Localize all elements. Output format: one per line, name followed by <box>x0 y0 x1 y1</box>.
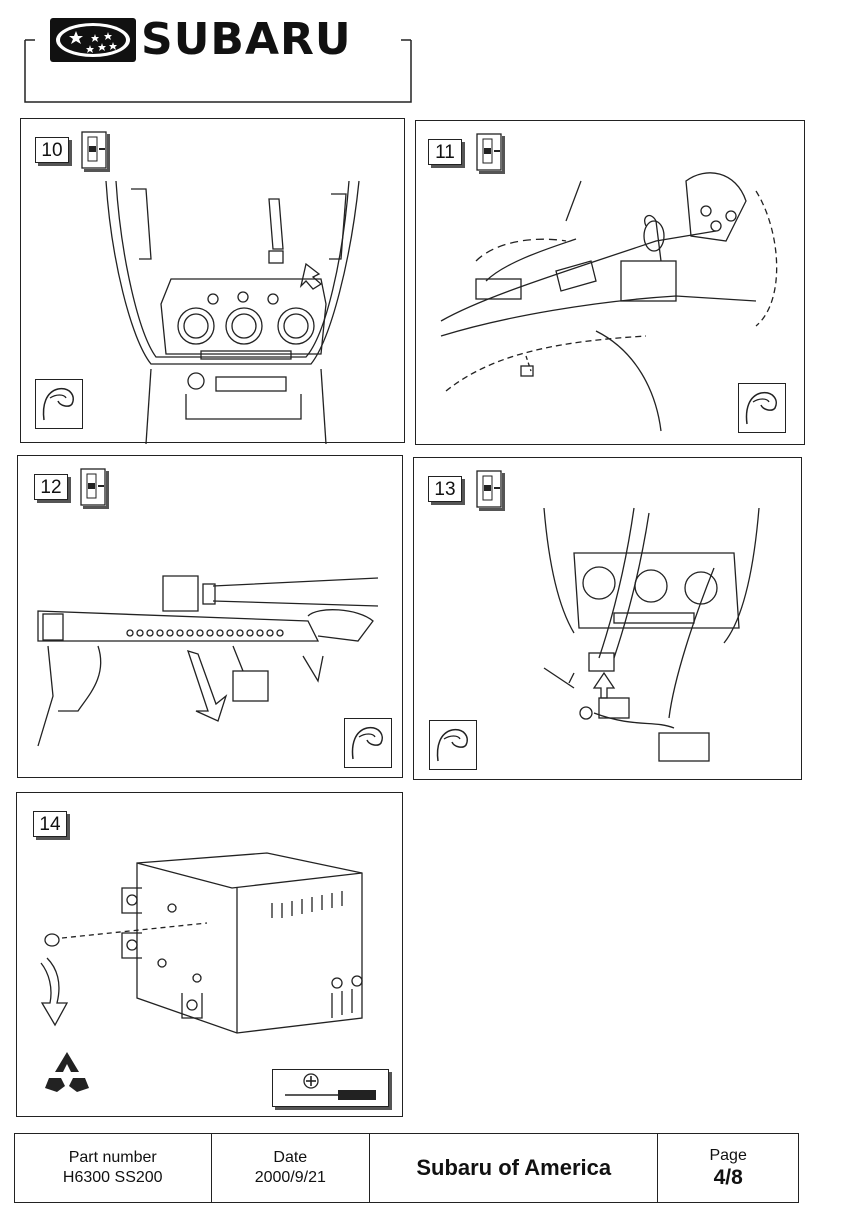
date-label: Date <box>273 1149 308 1166</box>
car-front-icon <box>476 133 502 171</box>
page-label: Page <box>709 1147 747 1164</box>
screwdriver-icon <box>272 1069 389 1107</box>
wiring-harness-drawing <box>543 507 760 762</box>
console-shifter-drawing <box>440 172 778 432</box>
console-panel-drawing <box>105 180 360 444</box>
footer-table: Part number H6300 SS200 Date 2000/9/21 S… <box>14 1133 799 1203</box>
page-value: 4/8 <box>713 1166 743 1189</box>
radio-removal-drawing <box>37 575 379 747</box>
page-cell: Page 4/8 <box>658 1134 798 1202</box>
company-cell: Subaru of America <box>370 1134 659 1202</box>
part-number-label: Part number <box>68 1149 157 1166</box>
step-number: 11 <box>428 139 462 165</box>
car-front-icon <box>80 468 106 506</box>
step-number: 10 <box>35 137 69 163</box>
step-11-panel: 11 <box>415 120 805 445</box>
hand-icon <box>738 383 786 433</box>
step-10-panel: 10 <box>20 118 405 444</box>
hand-icon <box>344 718 392 768</box>
part-number-value: H6300 SS200 <box>62 1169 163 1186</box>
brand-wordmark: SUBARU <box>141 14 352 65</box>
hand-icon <box>35 379 83 429</box>
step-number: 14 <box>33 811 67 837</box>
step-number: 12 <box>34 474 68 500</box>
step-14-panel: 14 <box>16 792 403 1117</box>
date-cell: Date 2000/9/21 <box>212 1134 371 1202</box>
car-front-icon <box>81 131 107 169</box>
hand-icon <box>429 720 477 770</box>
recycle-icon <box>41 1048 93 1096</box>
header-box: SUBARU <box>23 10 413 103</box>
step-13-panel: 13 <box>413 457 802 780</box>
company-name: Subaru of America <box>416 1155 612 1180</box>
step-12-panel: 12 <box>17 455 403 778</box>
step-number: 13 <box>428 476 462 502</box>
part-number-cell: Part number H6300 SS200 <box>15 1134 212 1202</box>
date-value: 2000/9/21 <box>254 1169 326 1186</box>
radio-bracket-drawing <box>40 852 363 1034</box>
subaru-logo-icon <box>50 18 136 62</box>
car-front-icon <box>476 470 502 508</box>
